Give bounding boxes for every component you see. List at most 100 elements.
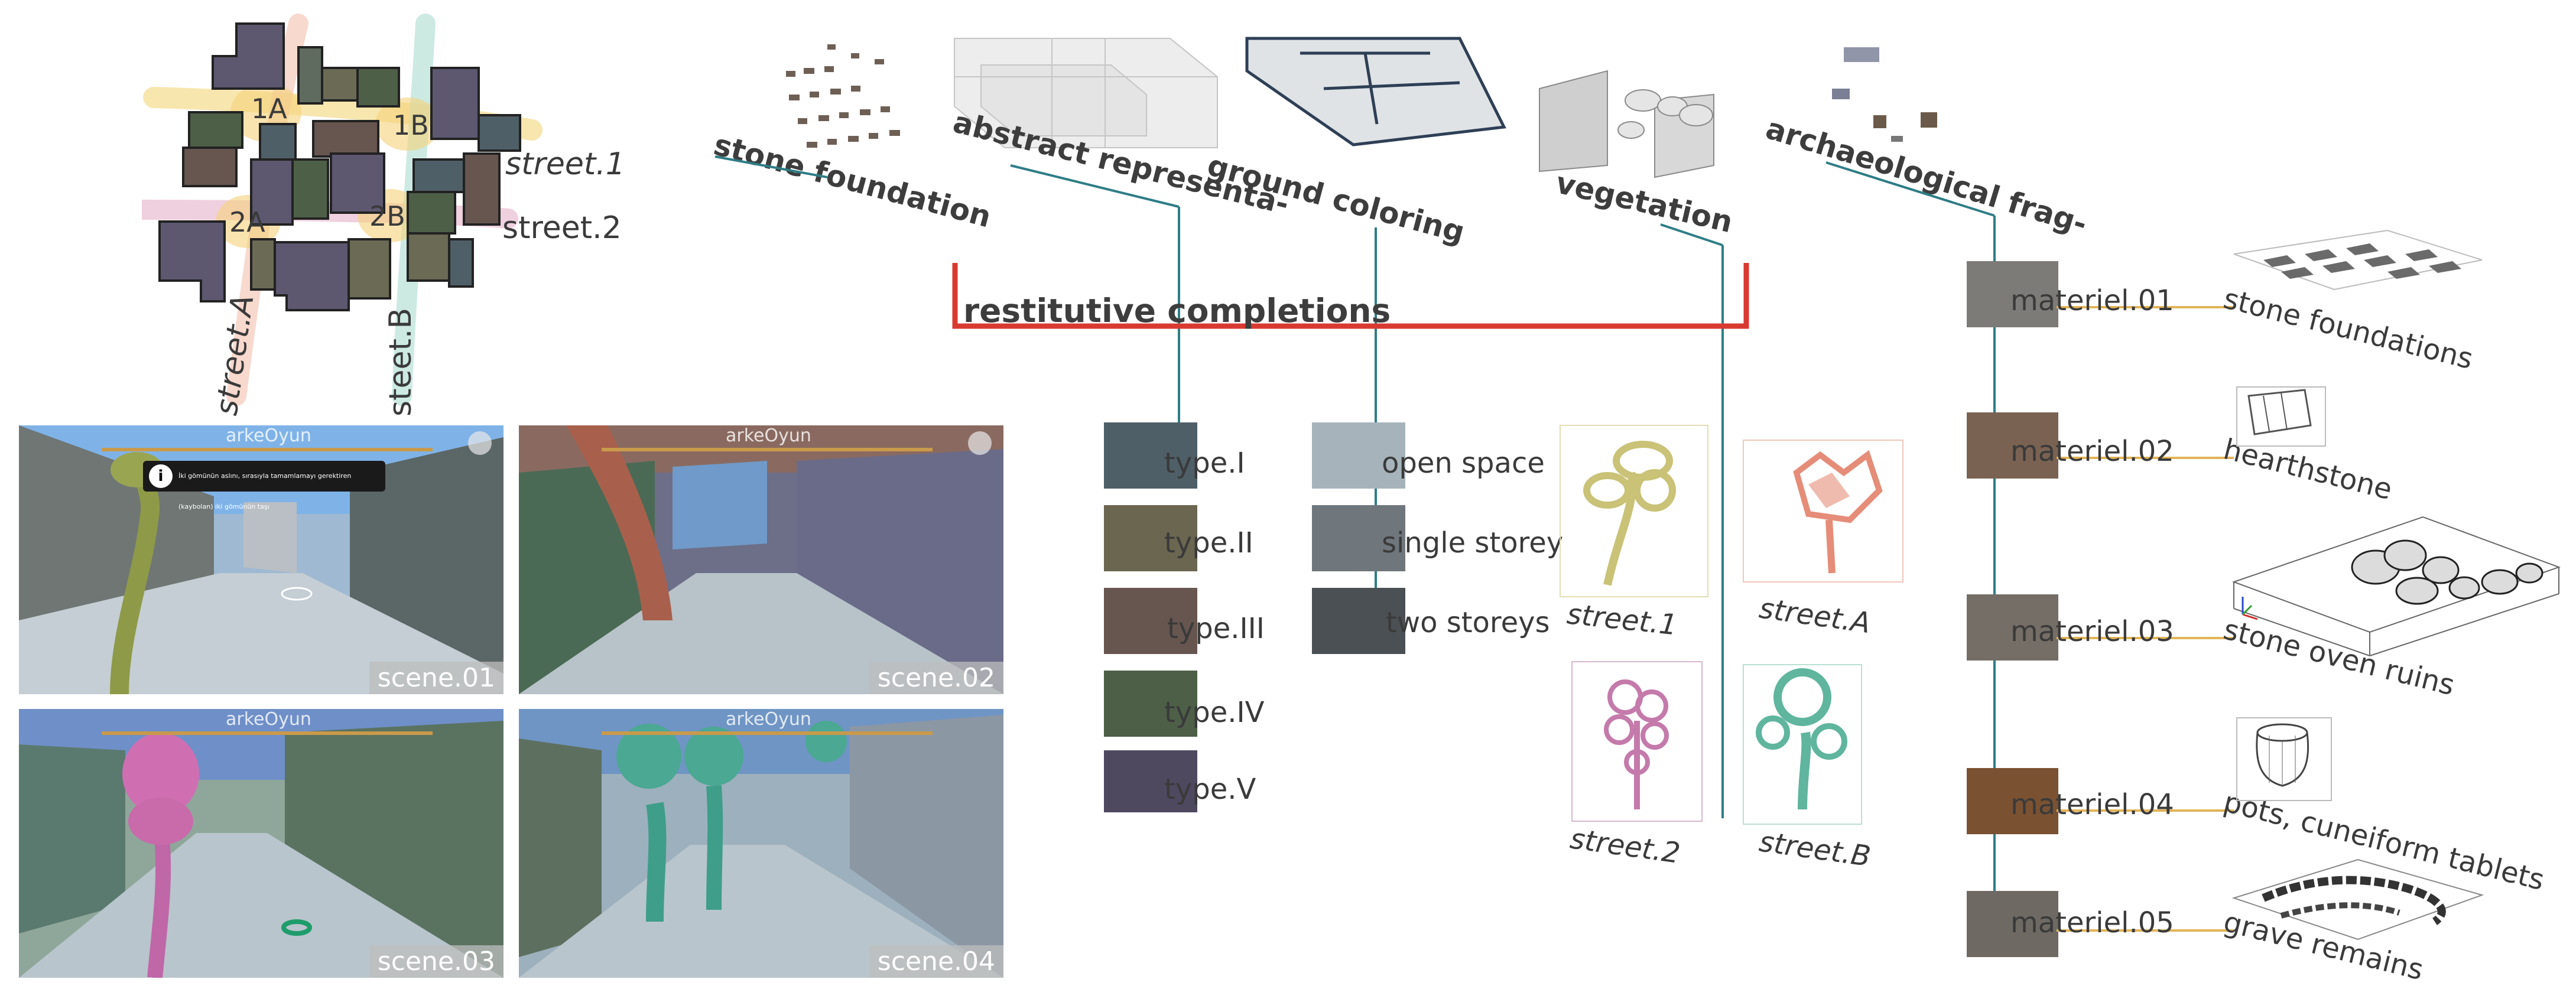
street-label-B: steet.B	[383, 308, 418, 417]
type-swatch-4	[1104, 671, 1197, 737]
building	[321, 67, 359, 102]
ground-label-1: open space	[1382, 447, 1545, 480]
abstract-representation-thumbnail	[954, 38, 1218, 148]
building	[212, 22, 285, 90]
tree-label-street-A: street.A	[1757, 591, 1872, 640]
building	[407, 191, 456, 235]
building	[407, 232, 450, 282]
material-code-2: materiel.02	[2010, 435, 2174, 468]
junction-1B	[375, 97, 440, 151]
stone-foundations-model	[2233, 229, 2483, 291]
building	[430, 67, 480, 140]
material-code-1: materiel.01	[2010, 284, 2174, 317]
info-icon: i	[149, 464, 173, 488]
ground-swatch-2	[1312, 505, 1405, 571]
hud-logo: arkeOyun	[726, 425, 811, 446]
tree-street-B	[1743, 664, 1862, 825]
building	[274, 241, 350, 311]
material-swatch-2	[1967, 412, 2058, 479]
building	[158, 220, 226, 302]
type-label-5: type.V	[1164, 773, 1256, 806]
material-name-2: hearthstone	[2220, 432, 2395, 506]
building	[412, 158, 468, 193]
cluster-label-2B: 2B	[369, 200, 405, 232]
material-swatches	[1967, 261, 2058, 957]
cluster-label-2A: 2A	[229, 206, 265, 238]
hud-logo: arkeOyun	[226, 425, 311, 446]
building	[297, 46, 323, 105]
ground-label-3: two storeys	[1386, 606, 1550, 639]
pots-model	[2236, 717, 2332, 801]
type-label-2: type.II	[1164, 526, 1253, 559]
building	[188, 111, 243, 149]
archaeological-fragments-thumbnail	[1832, 47, 1937, 142]
street-label-A: street.A	[209, 292, 261, 418]
ground-swatch-1	[1312, 422, 1405, 489]
layer-diagram: stone foundation abstract representa- gr…	[710, 37, 2561, 987]
material-swatch-5	[1967, 891, 2058, 957]
building	[448, 238, 474, 288]
restitutive-bracket	[952, 263, 1749, 329]
material-name-1: stone foundations	[2220, 282, 2476, 376]
scene-panel-04: arkeOyun scene.04	[519, 709, 1003, 978]
stone-foundation-thumbnail	[786, 44, 900, 148]
hearthstone-model	[2236, 386, 2326, 447]
type-swatch-5	[1104, 750, 1197, 812]
layer-label-vegetation: vegetation	[1552, 165, 1736, 239]
type-swatch-3	[1104, 588, 1197, 654]
tree-label-street-1: street.1	[1565, 597, 1679, 642]
cluster-label-1A: 1A	[251, 93, 287, 125]
grave-remains-model	[2231, 858, 2484, 941]
material-name-5: grave remains	[2220, 905, 2426, 987]
building	[182, 147, 238, 187]
material-name-3: stone oven ruins	[2220, 613, 2458, 702]
ground-legend: open space single storey two storeys	[1312, 422, 1563, 654]
scene-panel-03: arkeOyun scene.03	[19, 709, 503, 978]
layer-label-stone-foundation: stone foundation	[710, 128, 995, 235]
notification-text: İki gömünün aslını, sırasıyla tamamlamay…	[178, 472, 352, 510]
material-leaders	[2057, 306, 2234, 932]
building	[250, 238, 276, 291]
building	[250, 158, 294, 226]
building	[347, 238, 391, 300]
type-swatch-2	[1104, 505, 1197, 571]
stone-oven-ruins-model	[2232, 516, 2561, 656]
tree-street-1	[1560, 425, 1708, 597]
layer-label-archaeological-fragments: archaeological frag-	[1762, 111, 2091, 242]
notification-message: i İki gömünün aslını, sırasıyla tamamlam…	[143, 461, 385, 510]
scene-label: scene.03	[369, 945, 503, 978]
material-swatch-3	[1967, 594, 2058, 661]
type-swatch-1	[1104, 422, 1197, 489]
street-label-1: street.1	[505, 147, 625, 182]
type-legend: type.I type.II type.III type.IV type.V	[1104, 422, 1265, 812]
hud-logo: arkeOyun	[726, 709, 811, 730]
material-code-4: materiel.04	[2010, 788, 2174, 821]
material-swatch-1	[1967, 261, 2058, 327]
ground-label-2: single storey	[1382, 526, 1563, 559]
building	[356, 67, 400, 108]
hud-logo: arkeOyun	[226, 709, 311, 730]
material-code-5: materiel.05	[2010, 906, 2174, 939]
street-label-2: street.2	[502, 210, 622, 246]
type-label-3: type.III	[1167, 612, 1265, 645]
material-code-3: materiel.03	[2010, 615, 2174, 648]
building	[463, 152, 501, 226]
scene-label: scene.04	[869, 945, 1003, 978]
tree-label-street-B: street.B	[1757, 825, 1873, 873]
scene-label: scene.02	[869, 662, 1003, 694]
building	[330, 152, 385, 214]
scene-panel-01: arkeOyun i İki gömünün aslını, sırasıyla…	[19, 425, 503, 694]
scene-label: scene.01	[369, 662, 503, 694]
restitutive-label: restitutive completions	[963, 292, 1391, 330]
tree-street-A	[1743, 440, 1903, 583]
type-label-4: type.IV	[1164, 696, 1265, 729]
building	[291, 158, 329, 220]
tree-street-2	[1571, 661, 1703, 822]
settlement-map: 1A 1B 2A 2B street.1 street.2 street.A s…	[142, 14, 625, 418]
ground-swatch-3	[1312, 588, 1405, 654]
ground-coloring-thumbnail	[1245, 37, 1506, 147]
tree-label-street-2: street.2	[1568, 822, 1682, 870]
building	[312, 120, 379, 158]
scene-panel-02: arkeOyun scene.02	[519, 425, 1003, 694]
